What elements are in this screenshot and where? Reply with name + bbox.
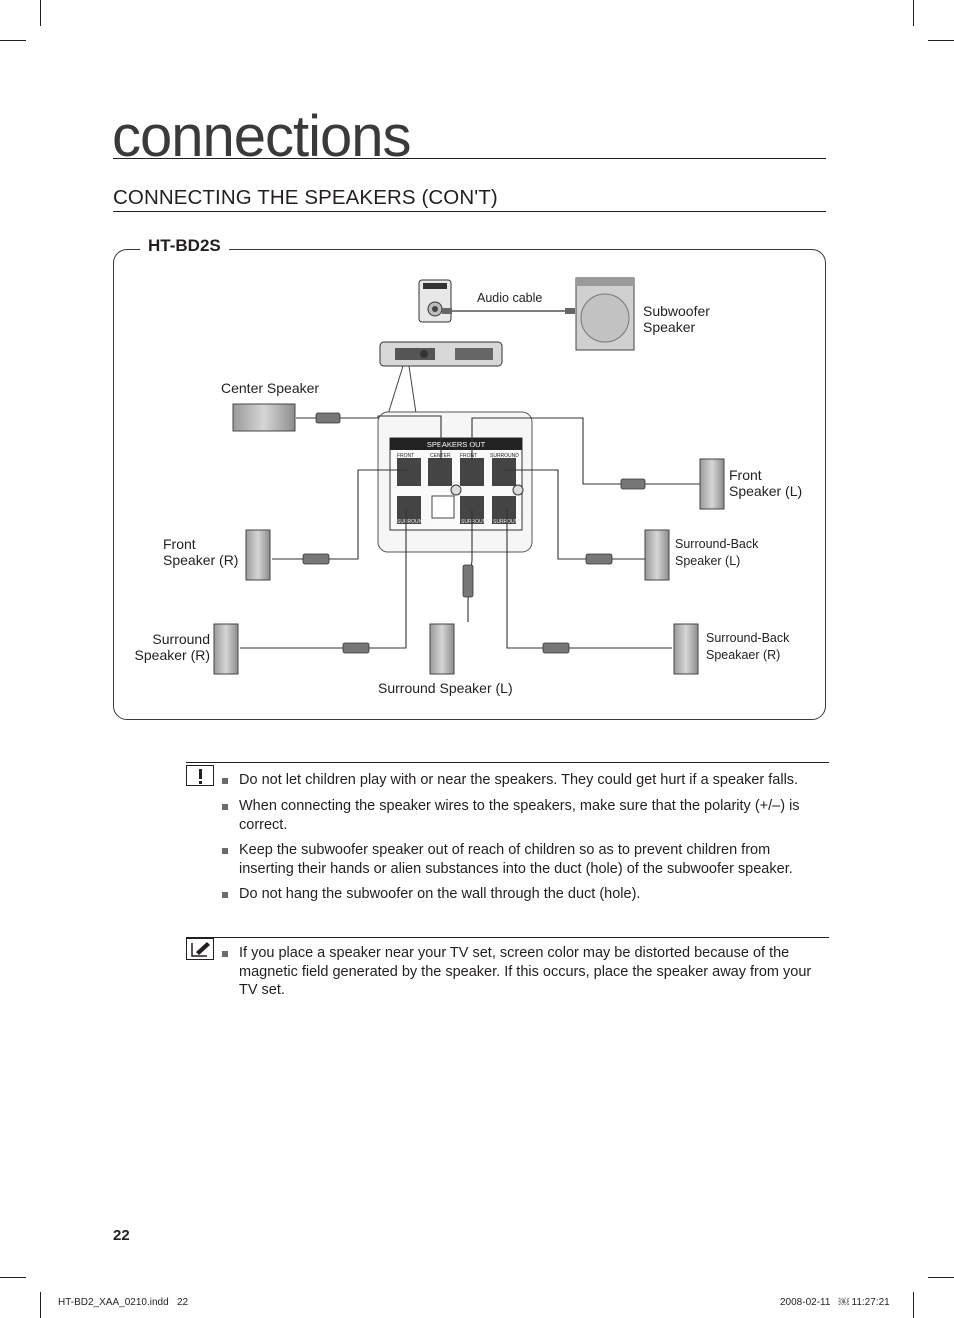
surround-back-r-label: Surround-Back Speakaer (R): [706, 630, 789, 664]
crop-mark: [0, 1277, 26, 1278]
center-speaker-label: Center Speaker: [221, 380, 320, 396]
surround-speaker-left: [429, 623, 455, 675]
surround-back-l-label: Surround-Back Speaker (L): [675, 536, 758, 570]
surround-r-line2: Speaker (R): [134, 647, 210, 663]
crop-mark: [928, 1277, 954, 1278]
bullet-icon: [222, 804, 228, 810]
front-r-line1: Front: [163, 536, 196, 552]
note-pencil-icon: [186, 938, 214, 960]
front-speaker-right: [245, 529, 271, 581]
sb-r-line1: Surround-Back: [706, 631, 790, 645]
crop-mark: [0, 40, 26, 41]
panel-surround-r: SURROUND: [397, 519, 426, 525]
model-label: HT-BD2S: [140, 236, 229, 256]
front-l-line1: Front: [729, 467, 762, 483]
panel-surround-l2: SURROUND: [461, 519, 490, 525]
crop-mark: [913, 0, 914, 26]
page-number: 22: [113, 1227, 130, 1244]
surround-speaker-r-label: Surround Speaker (R): [120, 631, 210, 663]
main-unit-rear: [379, 341, 503, 367]
section-rule: [113, 211, 826, 212]
sb-l-line2: Speaker (L): [675, 554, 741, 568]
caution-item-text: Do not hang the subwoofer on the wall th…: [239, 886, 641, 902]
front-speaker-r-label: Front Speaker (R): [163, 536, 238, 568]
panel-surround-r2: SURROUND: [493, 519, 522, 525]
surround-r-line1: Surround: [152, 631, 210, 647]
panel-surround-l: SURROUND: [490, 453, 519, 459]
sb-r-line2: Speakaer (R): [706, 648, 781, 662]
caution-item-text: Keep the subwoofer speaker out of reach …: [239, 842, 793, 877]
crop-mark: [928, 40, 954, 41]
exclamation-icon: [186, 765, 214, 786]
front-speaker-left: [699, 458, 725, 510]
wire-plugs: [302, 412, 646, 654]
surround-back-speaker-right: [673, 623, 699, 675]
note-item-text: If you place a speaker near your TV set,…: [239, 945, 812, 998]
footer-file: HT-BD2_XAA_0210.indd 22: [58, 1297, 189, 1308]
surround-speaker-right: [213, 623, 239, 675]
audio-cable-label: Audio cable: [477, 291, 543, 305]
caution-item-text: When connecting the speaker wires to the…: [239, 798, 800, 833]
speakers-out-panel: [377, 411, 533, 553]
bullet-icon: [222, 951, 228, 957]
speaker-connection-diagram: SPEAKERS OUT FRONT CENTER FRONT SURROUND…: [213, 277, 725, 675]
caution-item-text: Do not let children play with or near th…: [239, 772, 799, 788]
diagram-frame: [113, 249, 826, 720]
bullet-icon: [222, 778, 228, 784]
panel-front-r: FRONT: [397, 453, 414, 459]
subwoofer-out-jack: [418, 279, 452, 323]
subwoofer-label: Subwoofer Speaker: [643, 303, 710, 335]
subwoofer-label-line2: Speaker: [643, 319, 696, 335]
subwoofer-label-line1: Subwoofer: [643, 303, 710, 319]
panel-front-l: FRONT: [460, 453, 477, 459]
section-title: CONNECTING THE SPEAKERS (CON'T): [113, 186, 498, 209]
front-speaker-l-label: Front Speaker (L): [729, 467, 802, 499]
panel-title: SPEAKERS OUT: [427, 440, 486, 449]
caution-rule: [186, 762, 829, 763]
bullet-icon: [222, 848, 228, 854]
note-rule: [186, 937, 829, 938]
front-l-line2: Speaker (L): [729, 483, 803, 499]
crop-mark: [40, 1292, 41, 1318]
footer-date: 2008-02-11 ￼ 11:27:21: [780, 1297, 890, 1308]
sb-l-line1: Surround-Back: [675, 537, 759, 551]
chapter-title: connections: [112, 104, 412, 169]
surround-speaker-l-label: Surround Speaker (L): [378, 680, 513, 696]
bullet-icon: [222, 892, 228, 898]
chapter-rule: [113, 158, 826, 159]
subwoofer-speaker: [575, 277, 635, 351]
surround-back-speaker-left: [644, 529, 670, 581]
crop-mark: [40, 0, 41, 26]
center-speaker: [232, 403, 296, 432]
front-r-line2: Speaker (R): [163, 552, 239, 568]
crop-mark: [913, 1292, 914, 1318]
